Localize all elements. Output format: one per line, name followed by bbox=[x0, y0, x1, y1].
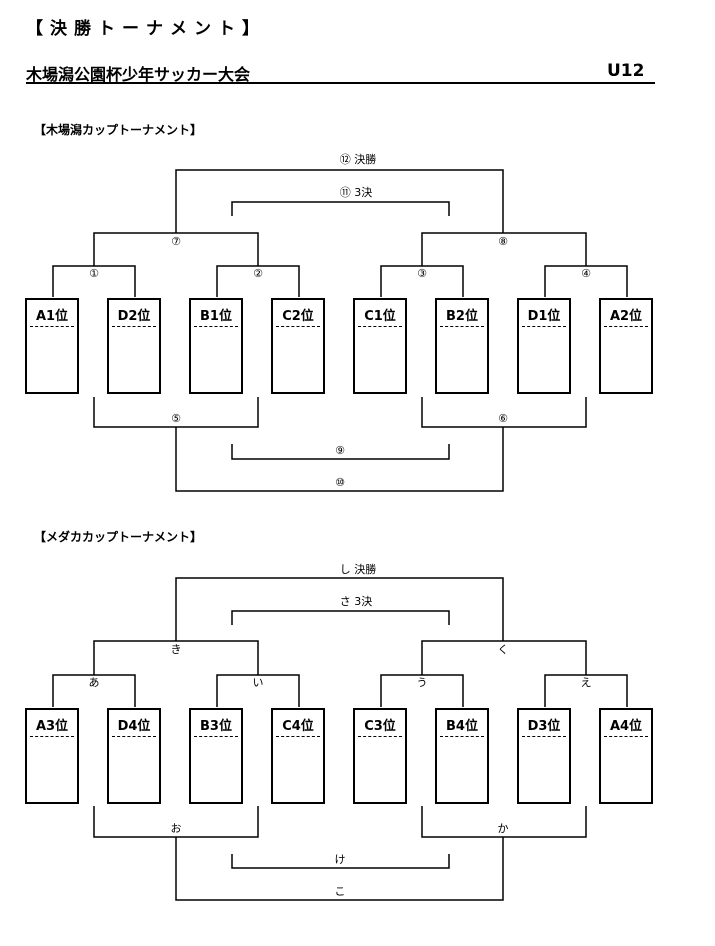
team-slot: D3位 bbox=[517, 708, 571, 804]
team-slot-label: D2位 bbox=[117, 309, 151, 324]
match-label-r2: い bbox=[252, 676, 264, 689]
name-line bbox=[440, 736, 484, 737]
team-slot-label: A2位 bbox=[609, 309, 643, 324]
team-slot-label: A3位 bbox=[35, 719, 69, 734]
team-slot-label: C1位 bbox=[364, 309, 396, 324]
match-label-r3: ③ bbox=[417, 267, 427, 280]
match-label-lower-left: お bbox=[170, 822, 182, 835]
name-line bbox=[112, 736, 156, 737]
age-category: U12 bbox=[607, 61, 645, 81]
match-label-final: ⑫ 決勝 bbox=[339, 153, 377, 166]
match-label-r4: ④ bbox=[581, 267, 591, 280]
section-heading: 【メダカカップトーナメント】 bbox=[34, 530, 203, 544]
match-label-9: け bbox=[334, 853, 346, 866]
name-line bbox=[30, 736, 74, 737]
team-slot-label: D3位 bbox=[527, 719, 561, 734]
match-label-semi-left: き bbox=[170, 643, 182, 656]
team-slot-label: C4位 bbox=[282, 719, 314, 734]
name-line bbox=[194, 736, 238, 737]
team-slot: C1位 bbox=[353, 298, 407, 394]
name-line bbox=[194, 326, 238, 327]
team-slot: B4位 bbox=[435, 708, 489, 804]
team-slot: A1位 bbox=[25, 298, 79, 394]
match-label-third-place: ⑪ 3決 bbox=[339, 186, 373, 199]
team-slot-label: B1位 bbox=[200, 309, 232, 324]
team-slot: A4位 bbox=[599, 708, 653, 804]
name-line bbox=[604, 736, 648, 737]
match-label-final: し 決勝 bbox=[339, 563, 377, 576]
team-slot: B3位 bbox=[189, 708, 243, 804]
team-slot: C3位 bbox=[353, 708, 407, 804]
name-line bbox=[522, 326, 566, 327]
name-line bbox=[522, 736, 566, 737]
team-slot-label: B2位 bbox=[446, 309, 478, 324]
match-label-r1: あ bbox=[88, 676, 100, 689]
team-slot: D4位 bbox=[107, 708, 161, 804]
team-slot: A3位 bbox=[25, 708, 79, 804]
tournament-subtitle: 木場潟公園杯少年サッカー大会 bbox=[26, 65, 251, 84]
team-slot-label: B3位 bbox=[200, 719, 232, 734]
team-slot-label: D4位 bbox=[117, 719, 151, 734]
title-underline bbox=[26, 82, 655, 84]
match-label-semi-right: ⑧ bbox=[498, 235, 508, 248]
match-label-r2: ② bbox=[253, 267, 263, 280]
team-slot: D2位 bbox=[107, 298, 161, 394]
match-label-r1: ① bbox=[89, 267, 99, 280]
name-line bbox=[30, 326, 74, 327]
name-line bbox=[358, 736, 402, 737]
name-line bbox=[358, 326, 402, 327]
name-line bbox=[440, 326, 484, 327]
team-slot-label: A4位 bbox=[609, 719, 643, 734]
match-label-third-place: さ 3決 bbox=[339, 595, 373, 608]
match-label-10: ⑩ bbox=[335, 476, 345, 489]
name-line bbox=[112, 326, 156, 327]
match-label-semi-left: ⑦ bbox=[171, 235, 181, 248]
page-title: 【決勝トーナメント】 bbox=[26, 19, 266, 39]
team-slot-label: A1位 bbox=[35, 309, 69, 324]
team-slot: B1位 bbox=[189, 298, 243, 394]
team-slot: B2位 bbox=[435, 298, 489, 394]
match-label-semi-right: く bbox=[497, 643, 509, 656]
team-slot-label: D1位 bbox=[527, 309, 561, 324]
match-label-10: こ bbox=[334, 885, 346, 898]
team-slot-label: B4位 bbox=[446, 719, 478, 734]
team-slot: D1位 bbox=[517, 298, 571, 394]
team-slot: A2位 bbox=[599, 298, 653, 394]
section-heading: 【木場潟カップトーナメント】 bbox=[34, 123, 203, 137]
team-slot: C2位 bbox=[271, 298, 325, 394]
team-slot-label: C2位 bbox=[282, 309, 314, 324]
team-slot-label: C3位 bbox=[364, 719, 396, 734]
match-label-9: ⑨ bbox=[335, 444, 345, 457]
name-line bbox=[276, 736, 320, 737]
name-line bbox=[276, 326, 320, 327]
match-label-lower-right: か bbox=[497, 822, 509, 835]
name-line bbox=[604, 326, 648, 327]
match-label-r3: う bbox=[416, 676, 428, 689]
match-label-lower-left: ⑤ bbox=[171, 412, 181, 425]
match-label-r4: え bbox=[580, 676, 592, 689]
match-label-lower-right: ⑥ bbox=[498, 412, 508, 425]
team-slot: C4位 bbox=[271, 708, 325, 804]
